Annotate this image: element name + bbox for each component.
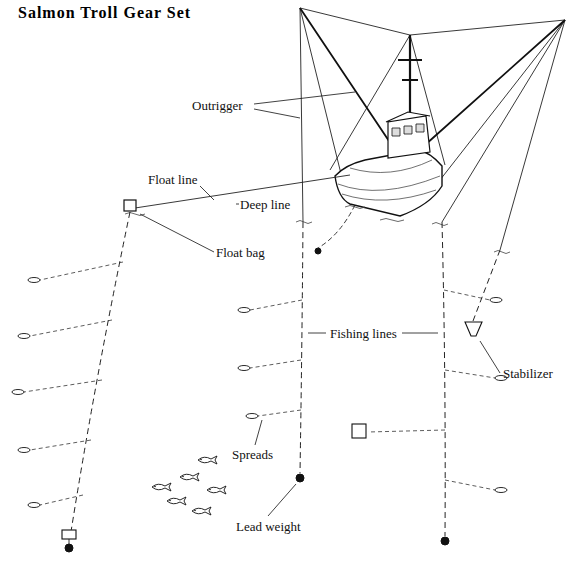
part-label: Float bag — [216, 245, 265, 260]
boat-hull — [335, 150, 442, 216]
part-label: Spreads — [232, 447, 273, 462]
salmon — [167, 497, 186, 505]
salmon — [192, 507, 211, 515]
part-label: Float line — [148, 172, 197, 187]
float-bag — [124, 200, 136, 211]
rigging-lines — [300, 8, 565, 250]
part-label: Deep line — [240, 197, 290, 212]
salmon — [198, 456, 217, 464]
fishing-lines — [70, 212, 500, 538]
part-label: Lead weight — [236, 519, 301, 534]
spread-float — [352, 424, 366, 438]
wheelhouse — [386, 112, 430, 158]
lures — [12, 278, 507, 508]
hull-planking — [338, 160, 440, 200]
salmon — [152, 483, 171, 491]
water-ripples — [125, 206, 510, 254]
deep-line — [318, 205, 355, 248]
spread-lines — [24, 262, 495, 505]
part-label: Outrigger — [192, 98, 243, 113]
salmon-school — [152, 456, 226, 515]
diagram-title: Salmon Troll Gear Set — [18, 4, 191, 22]
salmon — [180, 473, 199, 481]
weight-ties — [69, 539, 70, 544]
wheelhouse-windows — [392, 124, 424, 136]
outrigger-poles — [300, 8, 565, 150]
leader-lines — [140, 92, 500, 516]
lead-weights — [65, 248, 449, 552]
salmon — [207, 486, 226, 494]
part-label: Fishing lines — [330, 326, 397, 341]
stabilizer — [465, 322, 482, 336]
part-label: Stabilizer — [503, 366, 553, 381]
lower-float — [62, 530, 76, 539]
